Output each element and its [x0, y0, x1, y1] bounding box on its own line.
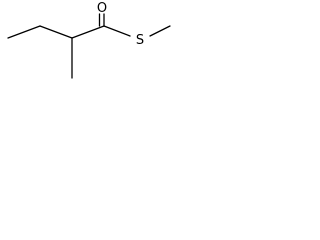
- bond-c4-s: [103, 25, 131, 37]
- oxygen-atom-label: O: [97, 1, 107, 16]
- sulfur-atom-label: S: [136, 33, 144, 48]
- bond-c3-c4: [71, 25, 105, 39]
- bond-s-methyl: [149, 25, 171, 37]
- structural-formula: O S: [7, 1, 171, 79]
- bond-c1-c2: [7, 25, 41, 39]
- bond-c2-c3: [39, 25, 73, 39]
